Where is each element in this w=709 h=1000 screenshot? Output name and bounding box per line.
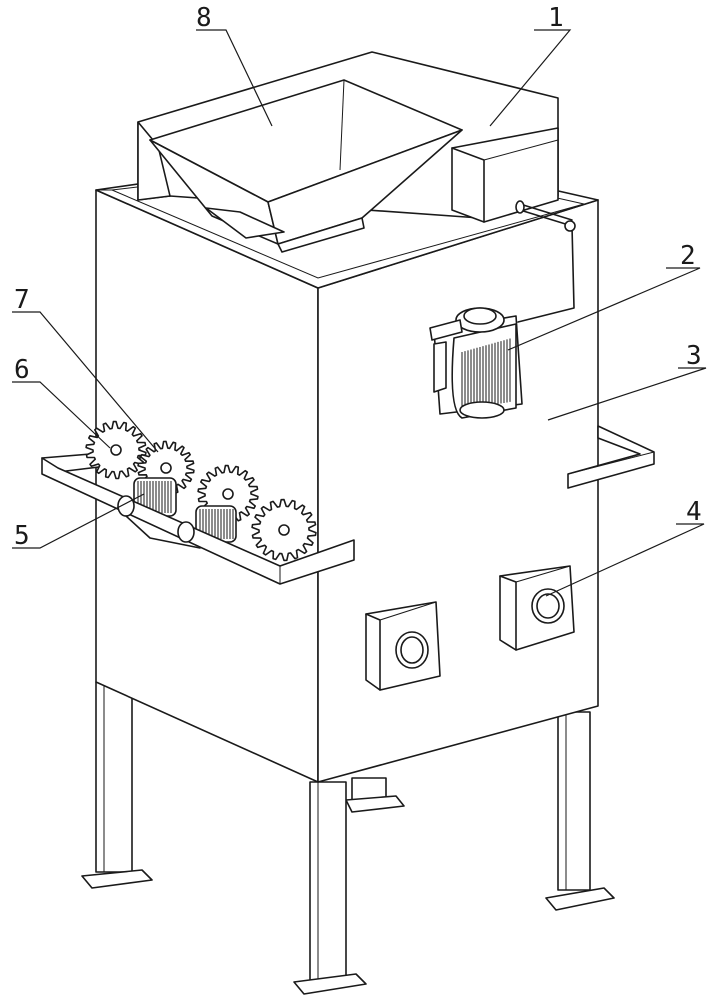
right-gear-2-hub — [278, 524, 290, 536]
control-box-right — [499, 565, 575, 651]
control-box-left — [365, 601, 441, 691]
crank-handle — [515, 200, 576, 323]
leader-lines — [12, 29, 707, 597]
label-4: 4 — [686, 497, 702, 527]
label-6: 6 — [14, 355, 30, 385]
right-gear-1-hub — [222, 488, 234, 500]
motor — [429, 307, 523, 419]
label-3: 3 — [686, 341, 702, 371]
label-8: 8 — [196, 3, 212, 33]
label-1: 1 — [548, 3, 564, 33]
label-2: 2 — [680, 241, 696, 271]
left-gear-hub — [110, 444, 122, 456]
support-legs — [81, 681, 615, 995]
part-labels: 8 1 2 3 4 7 6 5 — [14, 3, 702, 551]
side-handle — [567, 425, 655, 489]
label-5: 5 — [14, 521, 30, 551]
feed-hopper — [149, 79, 463, 253]
gear-assembly — [41, 420, 355, 585]
label-7: 7 — [14, 285, 30, 315]
middle-gear-hub — [160, 462, 172, 474]
